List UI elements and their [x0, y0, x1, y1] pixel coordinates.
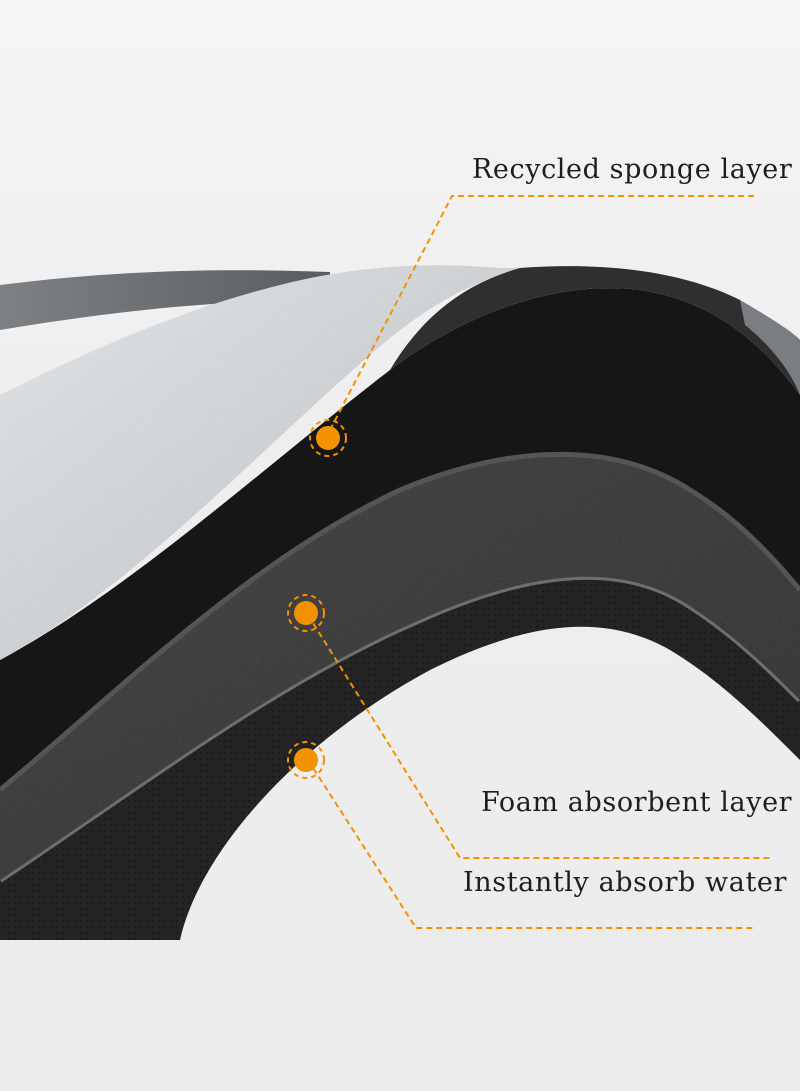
fabric-texture [0, 265, 520, 660]
layer-marker-icon [287, 741, 325, 779]
sponge-layer [0, 288, 800, 790]
label-foam-absorbent-layer: Foam absorbent layer [481, 787, 793, 818]
base-rim [0, 573, 800, 883]
foam-texture [0, 454, 800, 880]
mat-right-edge [740, 300, 800, 395]
label-recycled-sponge-layer: Recycled sponge layer [472, 154, 793, 185]
layer-marker-icon [287, 594, 325, 632]
sponge-divider [0, 451, 800, 792]
leader-line-recycled [329, 195, 755, 431]
layer-marker-icon [309, 419, 347, 457]
mat-top-surface-right [390, 266, 800, 395]
mat-back-edge [0, 270, 330, 330]
base-mesh-layer [0, 576, 800, 940]
label-instantly-absorb-water: Instantly absorb water [463, 867, 787, 898]
leader-line-instant [307, 759, 755, 929]
leader-line-foam [307, 614, 770, 859]
